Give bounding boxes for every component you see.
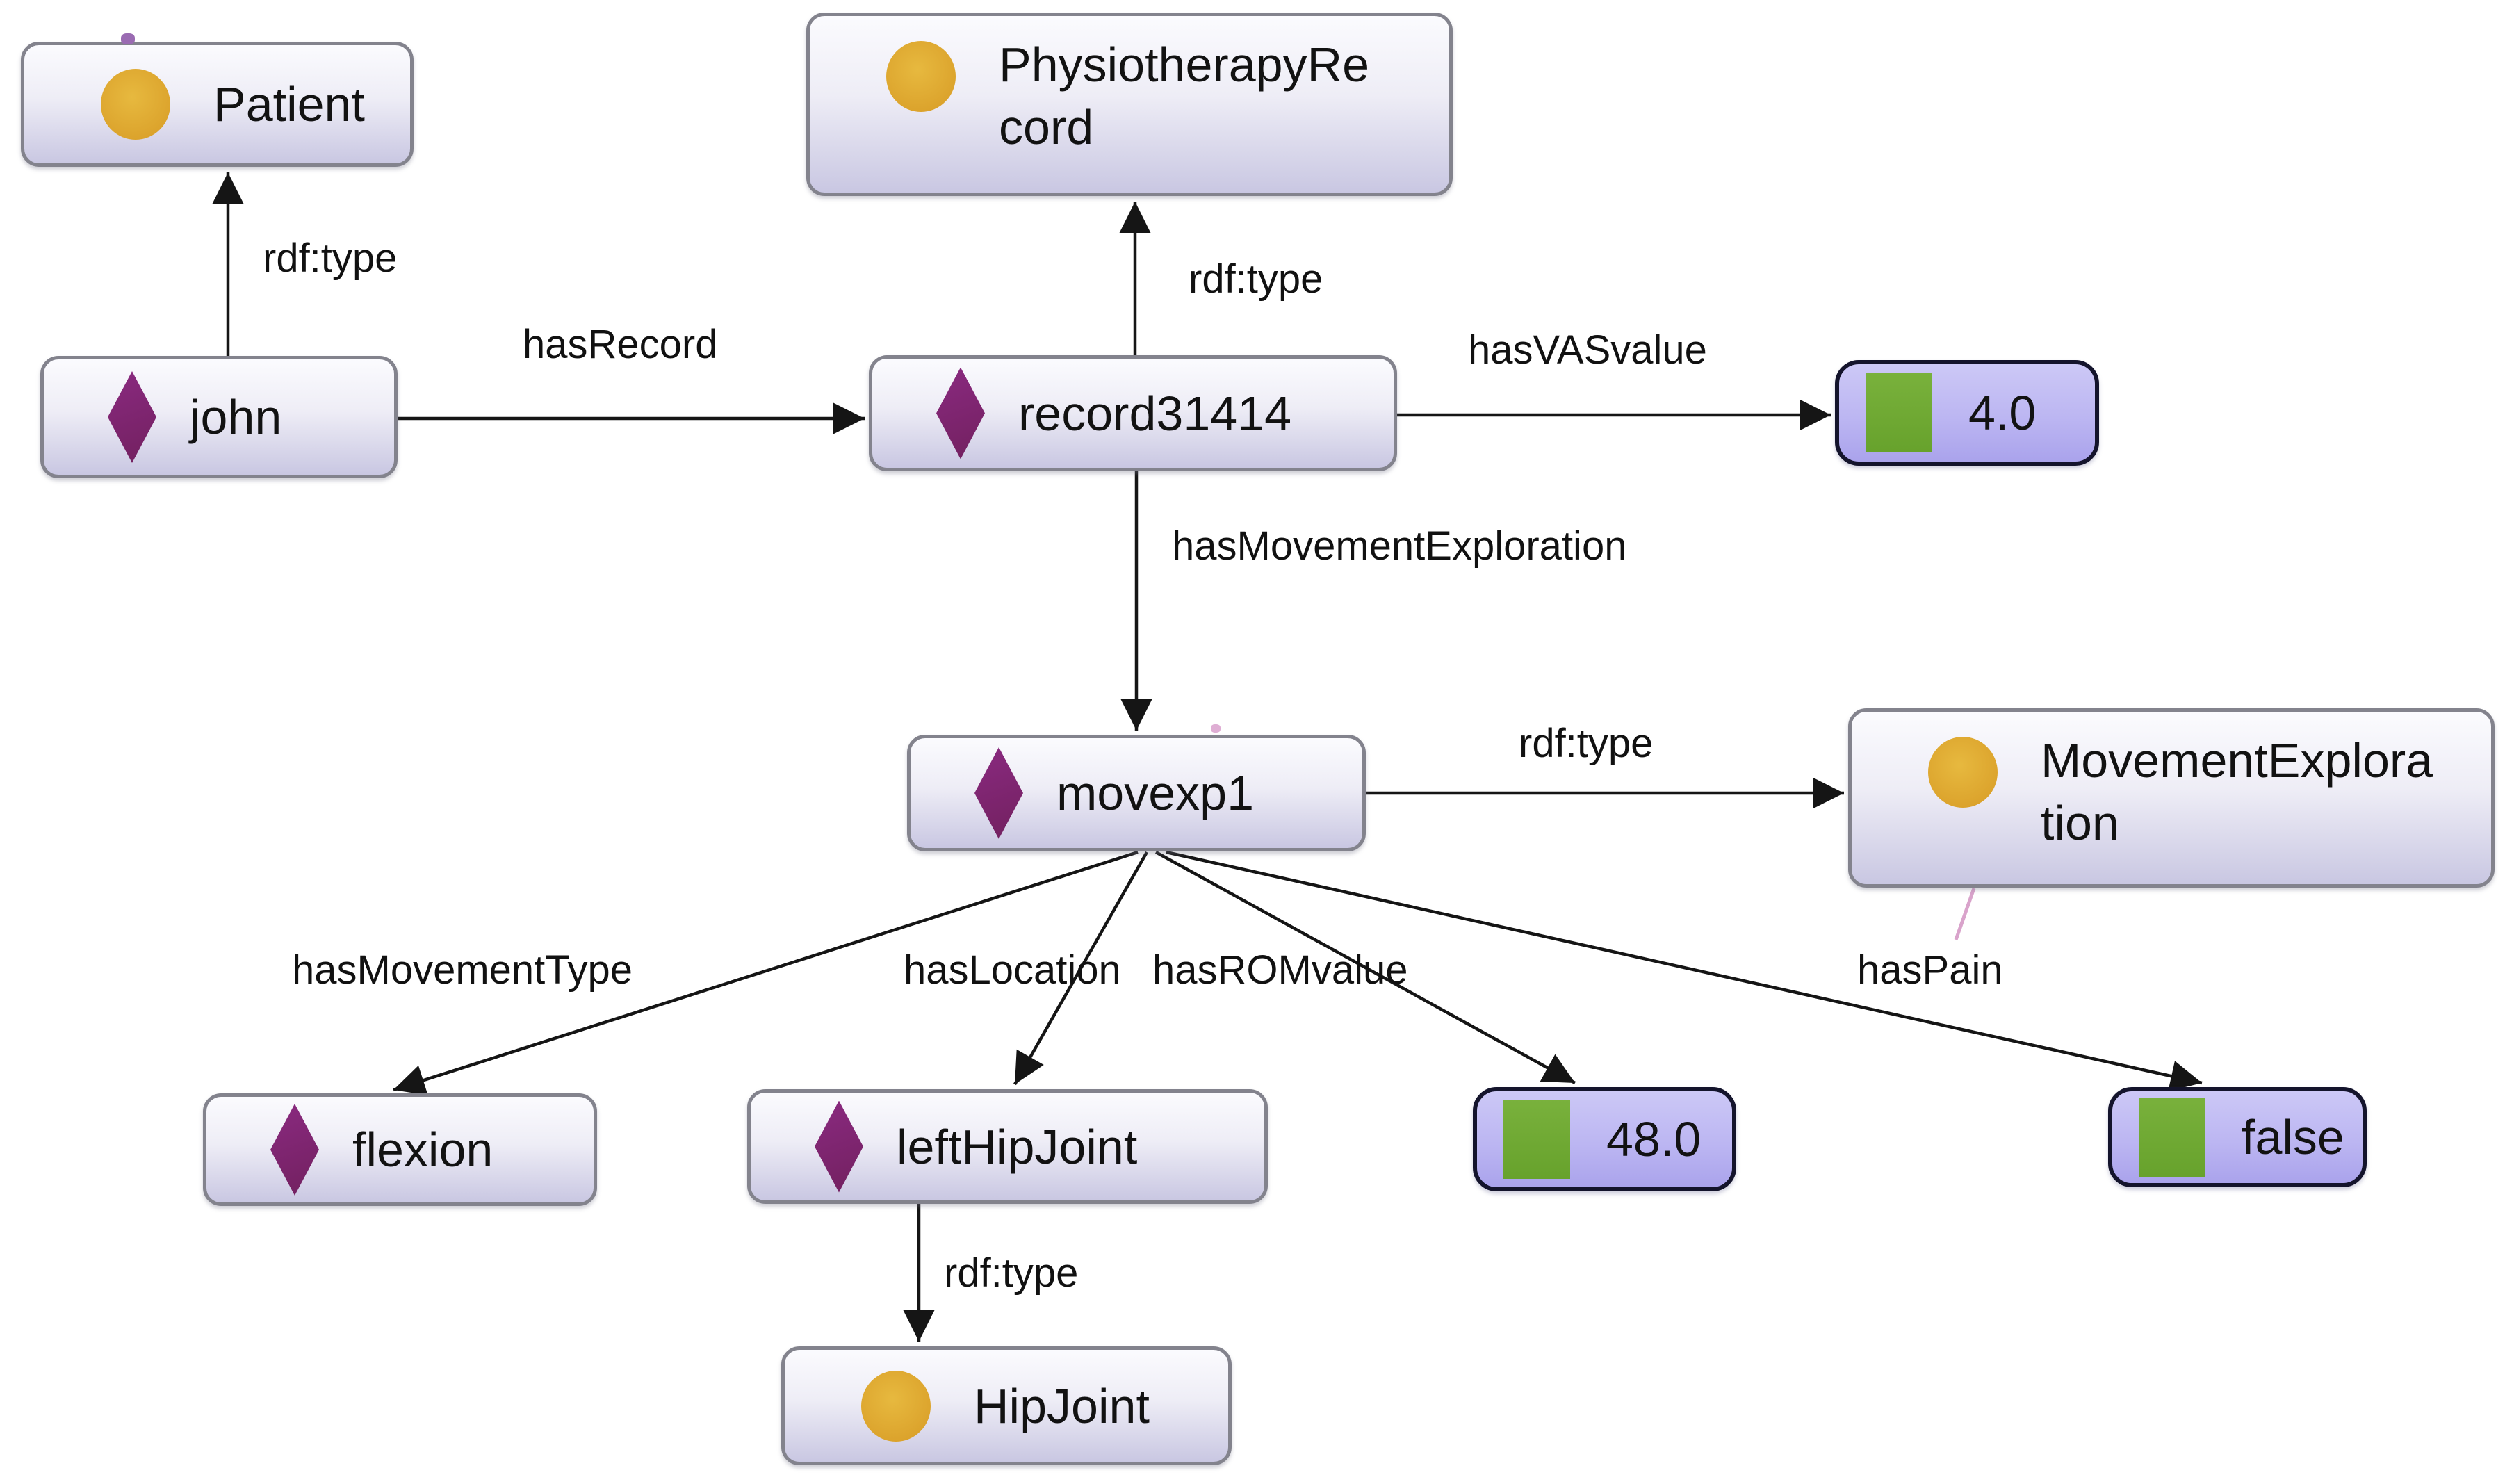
node-label: 4.0 [1968, 386, 2037, 440]
individual-diamond-icon [270, 1104, 319, 1196]
individual-diamond-icon [815, 1100, 863, 1193]
edge-label-hasromvalue: hasROMvalue [1152, 947, 1408, 993]
literal-square-icon [1503, 1100, 1570, 1179]
node-vas-literal[interactable]: 4.0 [1835, 360, 2099, 466]
node-movexp1[interactable]: movexp1 [907, 735, 1366, 851]
edge-label-hasrecord: hasRecord [523, 322, 718, 367]
literal-square-icon [2139, 1098, 2205, 1177]
node-record31414[interactable]: record31414 [869, 355, 1397, 471]
individual-diamond-icon [974, 747, 1023, 839]
node-label: record31414 [1018, 386, 1292, 441]
edge-label-hasmovementexploration: hasMovementExploration [1172, 523, 1627, 569]
node-label: movexp1 [1056, 766, 1255, 820]
node-label: john [190, 390, 282, 444]
node-label: Patient [213, 77, 365, 131]
node-patient[interactable]: Patient [21, 42, 414, 167]
edge-label-rdftype-record-physio: rdf:type [1189, 256, 1323, 302]
edge-label-hasmovementtype: hasMovementType [292, 947, 633, 993]
anchor-artifact [1211, 724, 1221, 733]
edge-label-haspain: hasPain [1857, 947, 2003, 993]
node-label: false [2242, 1110, 2344, 1164]
node-label: 48.0 [1606, 1112, 1702, 1166]
edge-movexp1-hasromvalue-literal[interactable] [1154, 851, 1576, 1084]
edge-label-rdftype-movexp-movementexploration: rdf:type [1519, 721, 1654, 766]
node-label: leftHipJoint [897, 1119, 1138, 1174]
individual-diamond-icon [108, 371, 156, 463]
class-circle-icon [861, 1370, 931, 1442]
literal-square-icon [1866, 373, 1932, 452]
edge-movexp1-haslocation-lefthipjoint[interactable] [1013, 851, 1148, 1086]
anchor-artifact [1954, 888, 1976, 940]
node-pain-literal[interactable]: false [2108, 1087, 2367, 1187]
class-circle-icon [1928, 737, 1998, 808]
node-label: flexion [352, 1123, 493, 1177]
edge-label-hasvasvalue: hasVASvalue [1468, 327, 1707, 373]
node-movementexploration[interactable]: MovementExploration [1848, 708, 2495, 888]
edge-movexp1-haspain-literal[interactable] [1166, 850, 2203, 1092]
node-label: MovementExploration [2041, 733, 2433, 850]
class-circle-icon [101, 69, 170, 140]
edge-movexp1-hasmovementtype-flexion[interactable] [393, 850, 1139, 1095]
node-label: PhysiotherapyRecord [999, 38, 1370, 154]
edge-label-rdftype-john-patient: rdf:type [263, 236, 398, 281]
node-flexion[interactable]: flexion [203, 1093, 597, 1206]
node-physiotherapyrecord[interactable]: PhysiotherapyRecord [806, 13, 1453, 196]
anchor-artifact [121, 33, 135, 44]
individual-diamond-icon [936, 367, 985, 459]
node-rom-literal[interactable]: 48.0 [1473, 1087, 1736, 1191]
class-circle-icon [886, 41, 956, 112]
edge-label-haslocation: hasLocation [904, 947, 1121, 993]
node-john[interactable]: john [40, 356, 398, 478]
edge-label-rdftype-lefthip-hipjoint: rdf:type [944, 1250, 1079, 1296]
node-label: HipJoint [974, 1378, 1150, 1433]
node-hipjoint[interactable]: HipJoint [781, 1346, 1232, 1465]
node-lefthipjoint[interactable]: leftHipJoint [747, 1089, 1268, 1204]
